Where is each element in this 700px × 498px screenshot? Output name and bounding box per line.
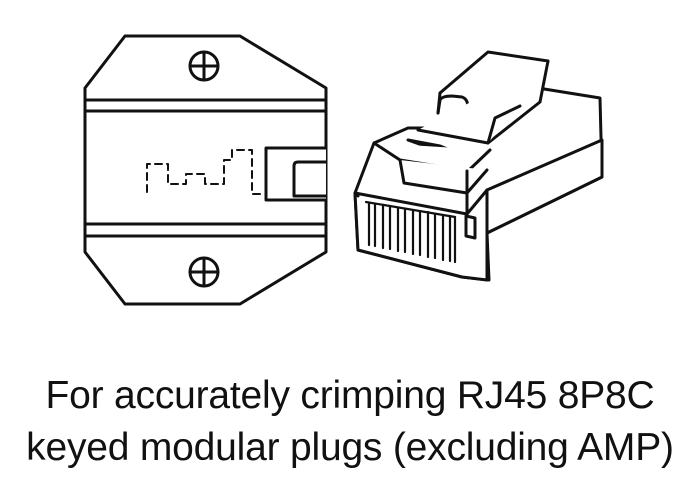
crimp-die-icon [83,34,328,306]
screw-icon [188,50,220,82]
caption: For accurately crimping RJ45 8P8C keyed … [0,370,700,474]
illustration [83,34,604,306]
rj45-plug-icon [353,50,604,282]
contact-slots [364,200,457,264]
screw-icon [188,256,220,288]
crimp-profile [146,149,261,195]
caption-line-1: For accurately crimping RJ45 8P8C [45,374,655,417]
caption-line-2: keyed modular plugs (excluding AMP) [26,426,674,469]
